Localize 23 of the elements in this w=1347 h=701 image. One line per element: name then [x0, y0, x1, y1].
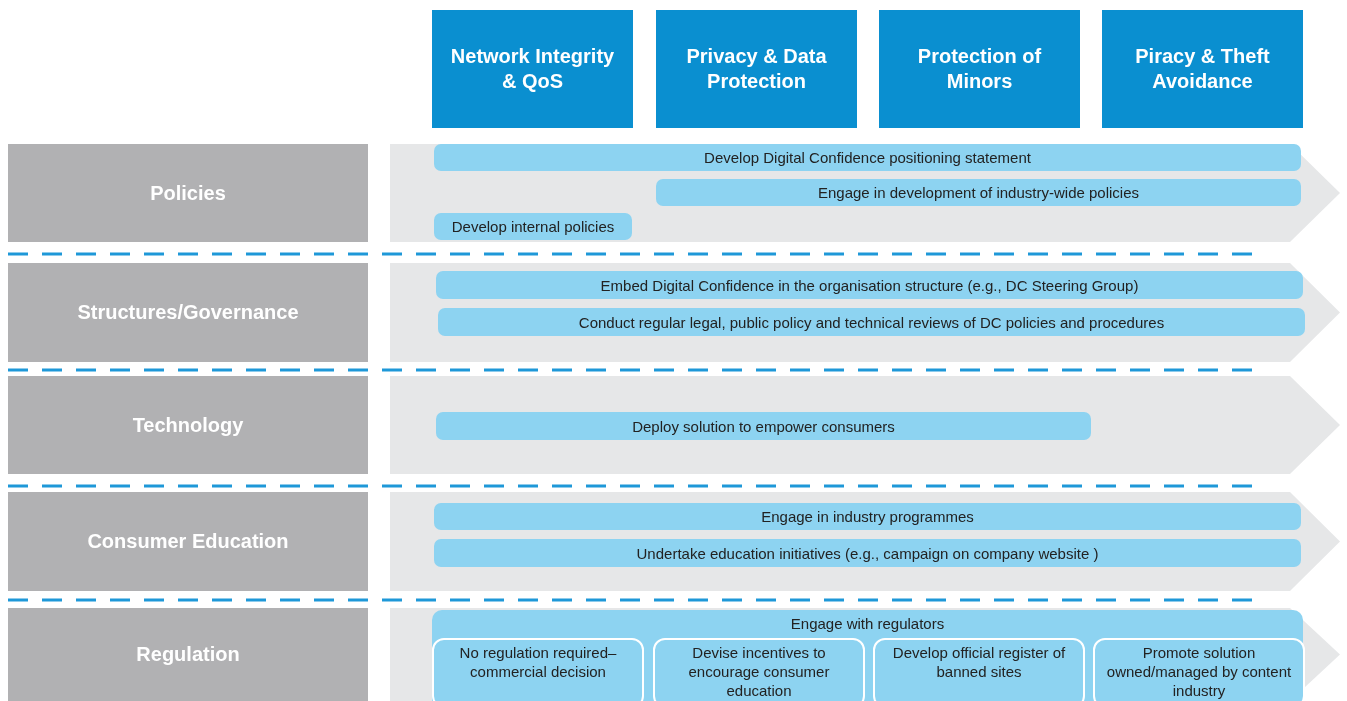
panel-title: Engage with regulators	[790, 615, 945, 632]
row-header: Consumer Education	[8, 492, 368, 591]
column-header: Protection of Minors	[879, 10, 1080, 128]
activity-bar: Engage in development of industry-wide policies	[656, 179, 1301, 206]
activity-bar: Develop Digital Confidence positioning statement	[434, 144, 1301, 171]
column-header: Network Integrity & QoS	[432, 10, 633, 128]
activity-bar: Deploy solution to empower consumers	[436, 412, 1091, 440]
activity-bar: Conduct regular legal, public policy and technical reviews of DC policies and procedures	[438, 308, 1305, 336]
column-header: Piracy & Theft Avoidance	[1102, 10, 1303, 128]
activity-box: Promote solution owned/managed by content industry	[1093, 638, 1305, 701]
activity-bar: Embed Digital Confidence in the organisation structure (e.g., DC Steering Group)	[436, 271, 1303, 299]
row-header: Structures/Governance	[8, 263, 368, 362]
row-header: Policies	[8, 144, 368, 242]
activity-bar: Develop internal policies	[434, 213, 632, 240]
activity-bar: Engage in industry programmes	[434, 503, 1301, 530]
column-header: Privacy & Data Protection	[656, 10, 857, 128]
activity-box: Develop official register of banned sites	[873, 638, 1085, 701]
row-header: Technology	[8, 376, 368, 474]
activity-bar: Undertake education initiatives (e.g., campaign on company website )	[434, 539, 1301, 567]
activity-box: Devise incentives to encourage consumer education	[653, 638, 865, 701]
row-header: Regulation	[8, 608, 368, 701]
activity-panel	[432, 610, 1303, 701]
activity-box: No regulation required–commercial decision	[432, 638, 644, 701]
